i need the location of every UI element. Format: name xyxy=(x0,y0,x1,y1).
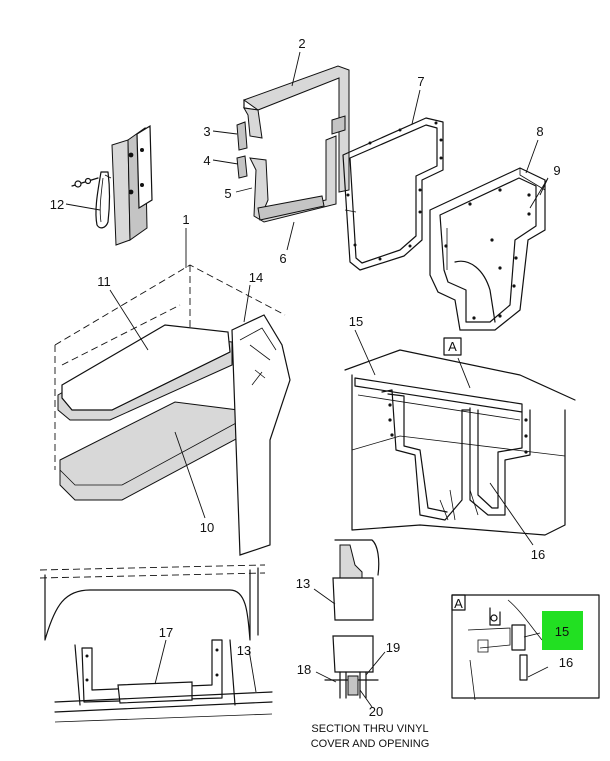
callout-18: 18 xyxy=(297,662,311,677)
callout-12: 12 xyxy=(50,197,64,212)
callout-13-section: 13 xyxy=(296,576,310,591)
callout-20: 20 xyxy=(369,704,383,719)
view-a-label: A xyxy=(448,339,457,354)
callout-17: 17 xyxy=(159,625,173,640)
callout-15-detail: 15 xyxy=(555,624,569,639)
lower-frame-section xyxy=(39,564,273,723)
callout-13-lower: 13 xyxy=(237,643,251,658)
callout-2: 2 xyxy=(298,36,305,51)
callout-14: 14 xyxy=(249,270,263,285)
callout-5: 5 xyxy=(224,186,231,201)
callout-1: 1 xyxy=(182,212,189,227)
bunk-assembly xyxy=(54,264,291,556)
view-a-box xyxy=(443,337,462,356)
detail-a-label: A xyxy=(454,596,463,611)
callout-7: 7 xyxy=(417,74,424,89)
callout-8: 8 xyxy=(536,124,543,139)
section-caption-line-1: SECTION THRU VINYL xyxy=(311,723,428,735)
detail-a-inset xyxy=(451,594,600,701)
callout-6: 6 xyxy=(279,251,286,266)
strap-bracket-assembly xyxy=(71,124,153,246)
callout-4: 4 xyxy=(203,153,210,168)
part-15-highlight xyxy=(542,611,583,650)
callout-10: 10 xyxy=(200,520,214,535)
callout-15-main: 15 xyxy=(349,314,363,329)
frame-gasket xyxy=(342,117,444,271)
section-thru-vinyl xyxy=(324,539,380,699)
leader-lines xyxy=(65,51,549,708)
callout-19: 19 xyxy=(386,640,400,655)
cab-wall-section xyxy=(344,349,576,536)
callout-9: 9 xyxy=(553,163,560,178)
callout-16-detail: 16 xyxy=(559,655,573,670)
vinyl-cover xyxy=(429,167,546,331)
callout-11: 11 xyxy=(97,274,111,289)
gasket-panel-assembly xyxy=(236,65,350,223)
section-caption-line-2: COVER AND OPENING xyxy=(311,738,430,750)
callout-3: 3 xyxy=(203,124,210,139)
callout-16-main: 16 xyxy=(531,547,545,562)
